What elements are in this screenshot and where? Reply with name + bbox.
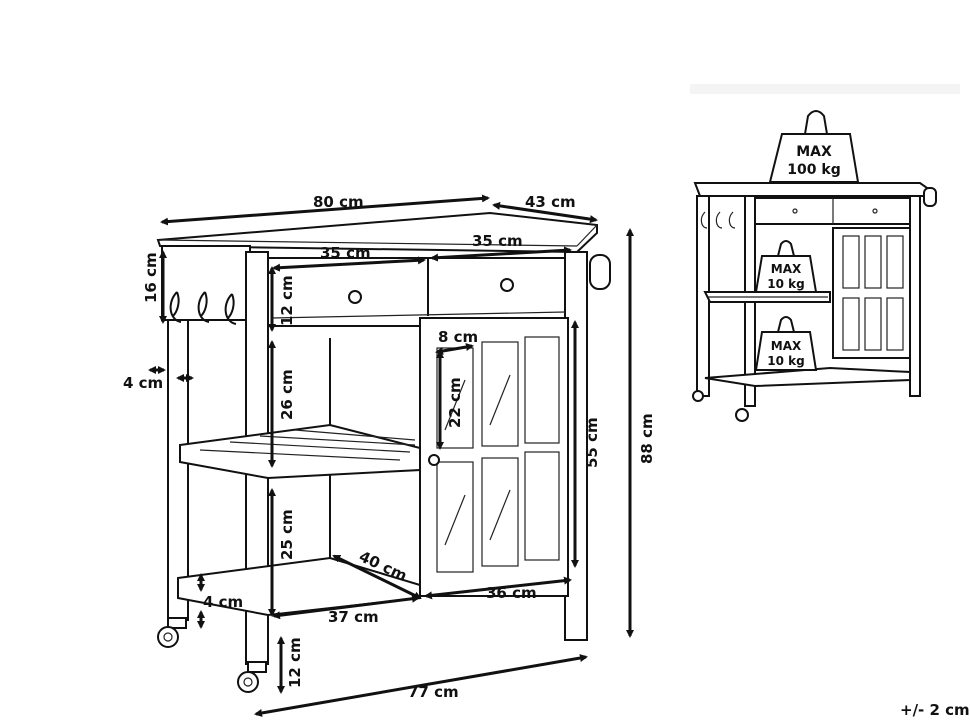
label-bottom-rail: 4 cm bbox=[203, 593, 243, 611]
svg-text:10 kg: 10 kg bbox=[767, 277, 804, 291]
label-drawer-height: 12 cm bbox=[278, 275, 296, 326]
drawer-knob-right bbox=[500, 278, 514, 292]
drawer-knob-left bbox=[348, 290, 362, 304]
hooks-icon bbox=[169, 291, 237, 325]
label-wheel-height: 12 cm bbox=[286, 637, 304, 688]
weight-tag-top: MAX 100 kg bbox=[768, 110, 860, 183]
small-cart-top bbox=[693, 182, 931, 197]
svg-text:MAX: MAX bbox=[796, 144, 832, 160]
load-capacity-drawing: MAX 100 kg MAX 10 kg MAX 10 kg bbox=[690, 84, 960, 422]
dimension-lines bbox=[148, 194, 634, 717]
label-door-height: 55 cm bbox=[583, 417, 601, 468]
towel-bar bbox=[589, 254, 611, 290]
upper-shelf bbox=[179, 423, 421, 480]
svg-text:MAX: MAX bbox=[771, 262, 802, 276]
small-hooks-icon bbox=[700, 211, 736, 229]
label-top-width: 80 cm bbox=[313, 193, 364, 211]
kitchen-cart-drawing bbox=[156, 211, 611, 693]
weight-tag-middle: MAX 10 kg bbox=[754, 240, 818, 293]
label-lower-gap: 25 cm bbox=[278, 509, 296, 560]
label-upper-gap: 26 cm bbox=[278, 369, 296, 420]
label-drawer-left: 35 cm bbox=[320, 244, 371, 262]
svg-text:100 kg: 100 kg bbox=[787, 162, 840, 178]
weight-tag-bottom: MAX 10 kg bbox=[754, 316, 818, 371]
door-knob bbox=[428, 454, 440, 466]
label-base-width: 77 cm bbox=[408, 683, 459, 701]
back-left-leg bbox=[167, 319, 189, 621]
label-pane-width: 8 cm bbox=[438, 328, 478, 346]
label-shelf-width: 37 cm bbox=[328, 608, 379, 626]
label-door-width: 36 cm bbox=[486, 584, 537, 602]
drawer-frame bbox=[267, 257, 566, 327]
cabinet-door bbox=[419, 317, 569, 597]
label-leg-width: 4 cm bbox=[123, 374, 163, 392]
label-pane-height: 22 cm bbox=[446, 377, 464, 428]
label-drawer-right: 35 cm bbox=[472, 232, 523, 250]
svg-text:10 kg: 10 kg bbox=[767, 354, 804, 368]
tolerance-note: +/- 2 cm bbox=[900, 701, 970, 719]
label-top-depth: 43 cm bbox=[525, 193, 576, 211]
label-total-height: 88 cm bbox=[638, 413, 656, 464]
svg-text:MAX: MAX bbox=[771, 339, 802, 353]
label-hook-rail: 16 cm bbox=[142, 252, 160, 303]
